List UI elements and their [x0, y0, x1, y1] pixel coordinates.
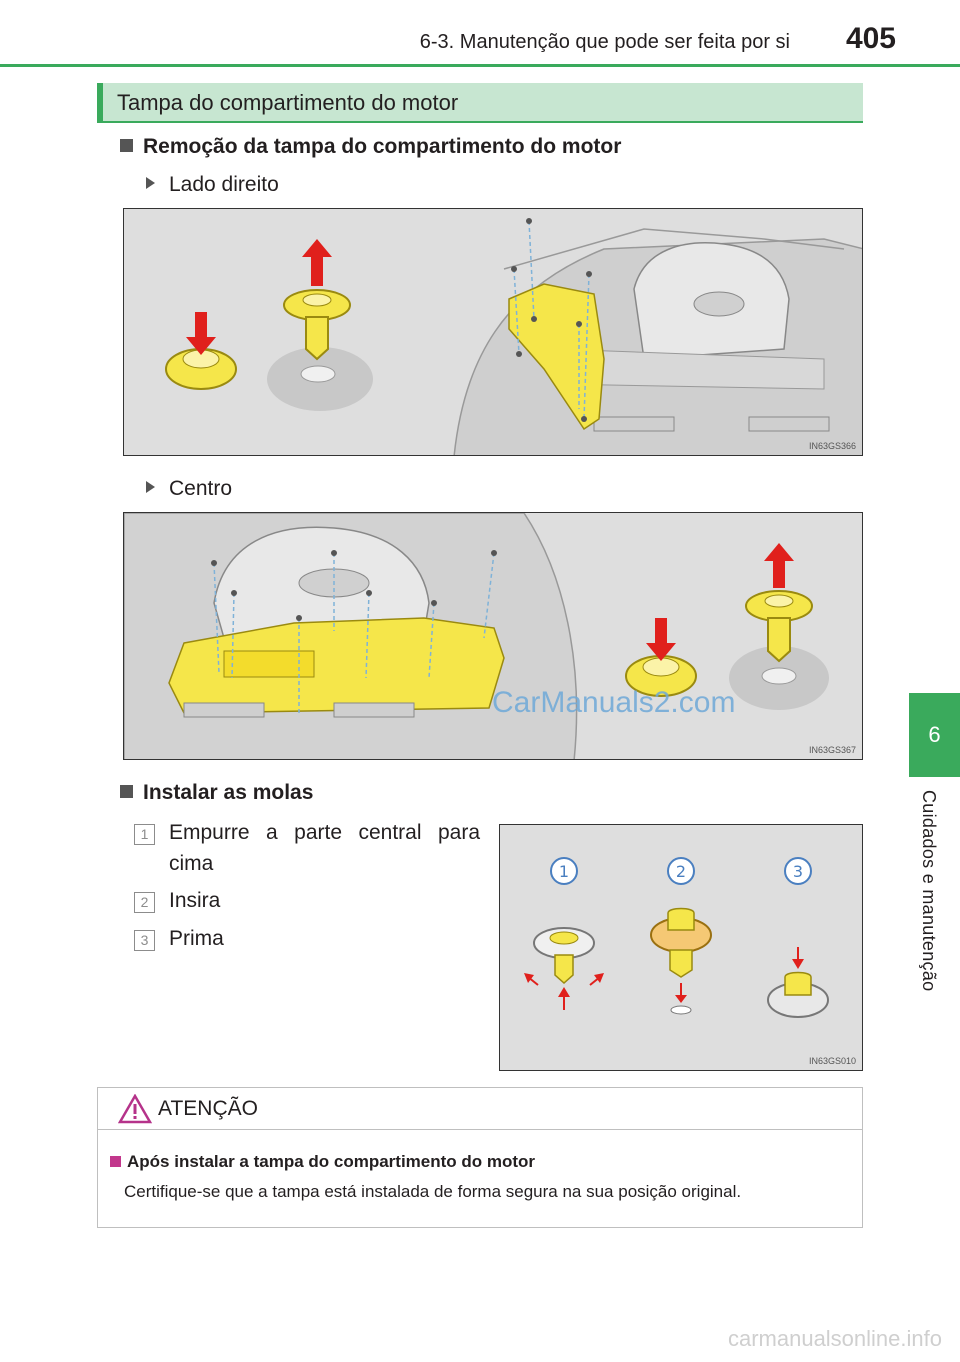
right-side-label: Lado direito — [146, 173, 279, 197]
figure-code: IN63GS366 — [808, 441, 856, 451]
clip-install-illustration: 1 2 3 — [500, 825, 862, 1070]
figure-code: IN63GS367 — [808, 745, 856, 755]
header-section-title: 6-3. Manutenção que pode ser feita por s… — [419, 31, 790, 53]
center-label: Centro — [146, 477, 232, 501]
figure-code: IN63GS010 — [808, 1056, 856, 1066]
square-bullet-icon — [120, 785, 133, 798]
square-bullet-icon — [120, 139, 133, 152]
install-figure: 1 2 3 IN63GS010 — [499, 824, 863, 1071]
square-bullet-icon — [110, 1156, 121, 1167]
warning-title: ATENÇÃO — [158, 1097, 258, 1120]
removal-heading: Remoção da tampa do compartimento do mot… — [120, 135, 621, 159]
install-heading: Instalar as molas — [120, 781, 313, 805]
triangle-bullet-icon — [146, 177, 155, 189]
section-header: Tampa do compartimento do motor — [97, 83, 863, 123]
triangle-bullet-icon — [146, 481, 155, 493]
step-number: 3 — [134, 930, 155, 951]
chapter-tab: 6 — [909, 693, 960, 777]
warning-header: ATENÇÃO — [98, 1088, 862, 1130]
warning-subheading: Após instalar a tampa do compartimento d… — [110, 1152, 535, 1172]
warning-triangle-icon — [118, 1094, 152, 1124]
step-1-text-cont: cima — [169, 852, 214, 875]
warning-box: ATENÇÃO Após instalar a tampa do compart… — [97, 1087, 863, 1228]
step-3-text: Prima — [169, 927, 224, 950]
center-figure: IN63GS367 — [123, 512, 863, 760]
step-number: 2 — [134, 892, 155, 913]
engine-center-illustration — [124, 513, 862, 759]
step-2-text: Insira — [169, 889, 221, 912]
right-side-figure: IN63GS366 — [123, 208, 863, 456]
figure-label: 3 — [793, 862, 803, 881]
watermark: CarManuals2.com — [492, 686, 736, 719]
warning-body: Certifique-se que a tampa está instalada… — [124, 1182, 742, 1201]
page-number: 405 — [845, 22, 896, 55]
footer-watermark: carmanualsonline.info — [727, 1326, 942, 1351]
figure-label: 2 — [676, 862, 686, 881]
engine-right-illustration — [124, 209, 862, 455]
section-title: Tampa do compartimento do motor — [117, 90, 459, 115]
figure-label: 1 — [559, 862, 569, 881]
header-divider — [0, 64, 960, 67]
chapter-title: Cuidados e manutenção — [919, 790, 939, 992]
step-number: 1 — [134, 824, 155, 845]
step-1-text: Empurre a parte central para — [169, 821, 480, 844]
